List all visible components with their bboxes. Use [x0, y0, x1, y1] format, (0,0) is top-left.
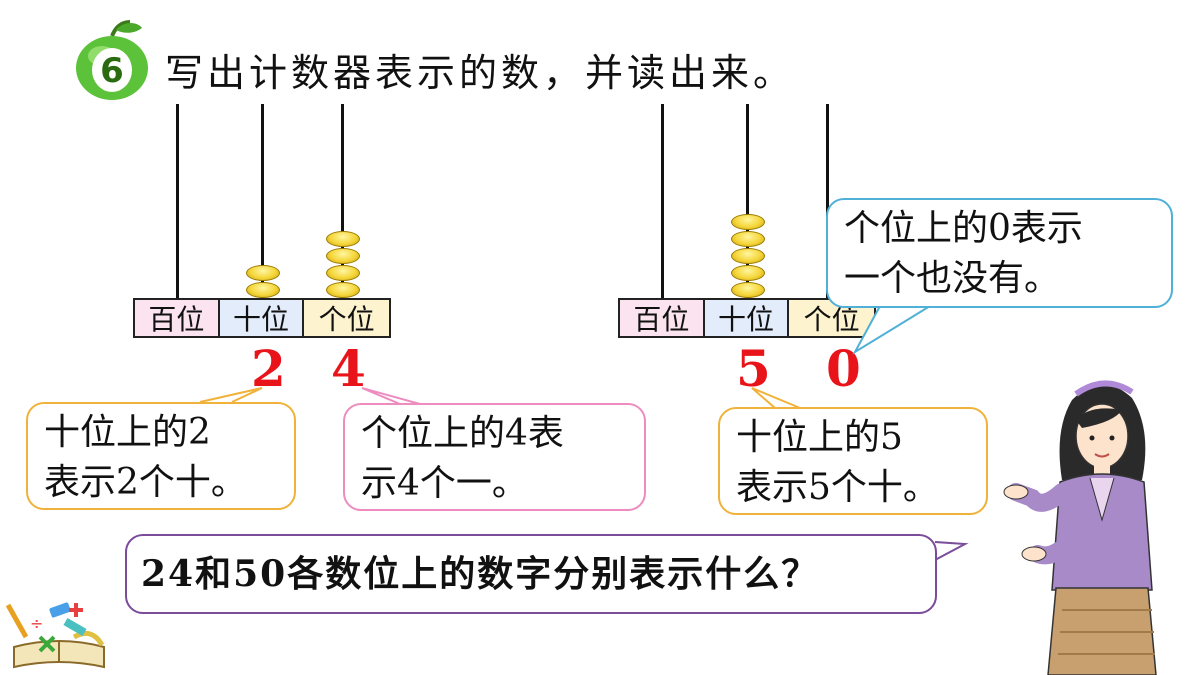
bead	[730, 214, 765, 230]
bubble-tens-2: 十位上的2 表示2个十。	[26, 402, 296, 510]
bubble-line: 表示2个十。	[44, 462, 247, 503]
rod-tens	[746, 104, 749, 300]
rod-hundreds	[176, 104, 179, 300]
bead	[730, 265, 765, 281]
rod-ones	[826, 104, 829, 300]
svg-text:÷: ÷	[30, 614, 43, 633]
rod-tens	[261, 104, 264, 300]
problem-number: 6	[100, 51, 124, 91]
instruction-text: 写出计数器表示的数，并读出来。	[165, 51, 796, 95]
bubble-line: 个位上的4表	[361, 413, 564, 454]
bead	[245, 265, 280, 281]
label-hundreds: 百位	[135, 300, 220, 336]
bead	[325, 231, 360, 247]
digit-tens: 5	[736, 339, 771, 398]
bead	[730, 282, 765, 298]
apple-number-badge-icon: 6	[76, 20, 148, 100]
bead	[730, 248, 765, 264]
teacher-figure	[1003, 380, 1157, 675]
place-value-base: 百位 十位 个位	[618, 298, 876, 338]
label-ones: 个位	[304, 300, 389, 336]
label-hundreds: 百位	[620, 300, 705, 336]
bubble-line: 十位上的2	[44, 412, 211, 453]
bubble-ones-4: 个位上的4表 示4个一。	[343, 403, 646, 511]
question-bubble: 24和50各数位上的数字分别表示什么？	[125, 534, 937, 614]
math-tools-book-icon: ÷	[5, 602, 105, 669]
bead	[325, 248, 360, 264]
digit-ones: 4	[331, 339, 366, 398]
label-tens: 十位	[219, 300, 305, 336]
bubble-line: 十位上的5	[736, 417, 903, 458]
rod-ones	[341, 104, 344, 300]
bubble-line: 一个也没有。	[844, 258, 1061, 299]
bubble-line: 表示5个十。	[736, 467, 939, 508]
rod-hundreds	[661, 104, 664, 300]
place-value-base: 百位 十位 个位	[133, 298, 391, 338]
bead	[325, 282, 360, 298]
bead	[245, 282, 280, 298]
digit-tens: 2	[251, 339, 286, 398]
label-tens: 十位	[704, 300, 790, 336]
bubble-line: 个位上的0表示	[844, 208, 1083, 249]
label-ones: 个位	[789, 300, 874, 336]
bubble-ones-0: 个位上的0表示 一个也没有。	[826, 198, 1173, 308]
bubble-line: 示4个一。	[361, 463, 528, 504]
bead	[325, 265, 360, 281]
bead	[730, 231, 765, 247]
bubble-tens-5: 十位上的5 表示5个十。	[718, 407, 988, 515]
